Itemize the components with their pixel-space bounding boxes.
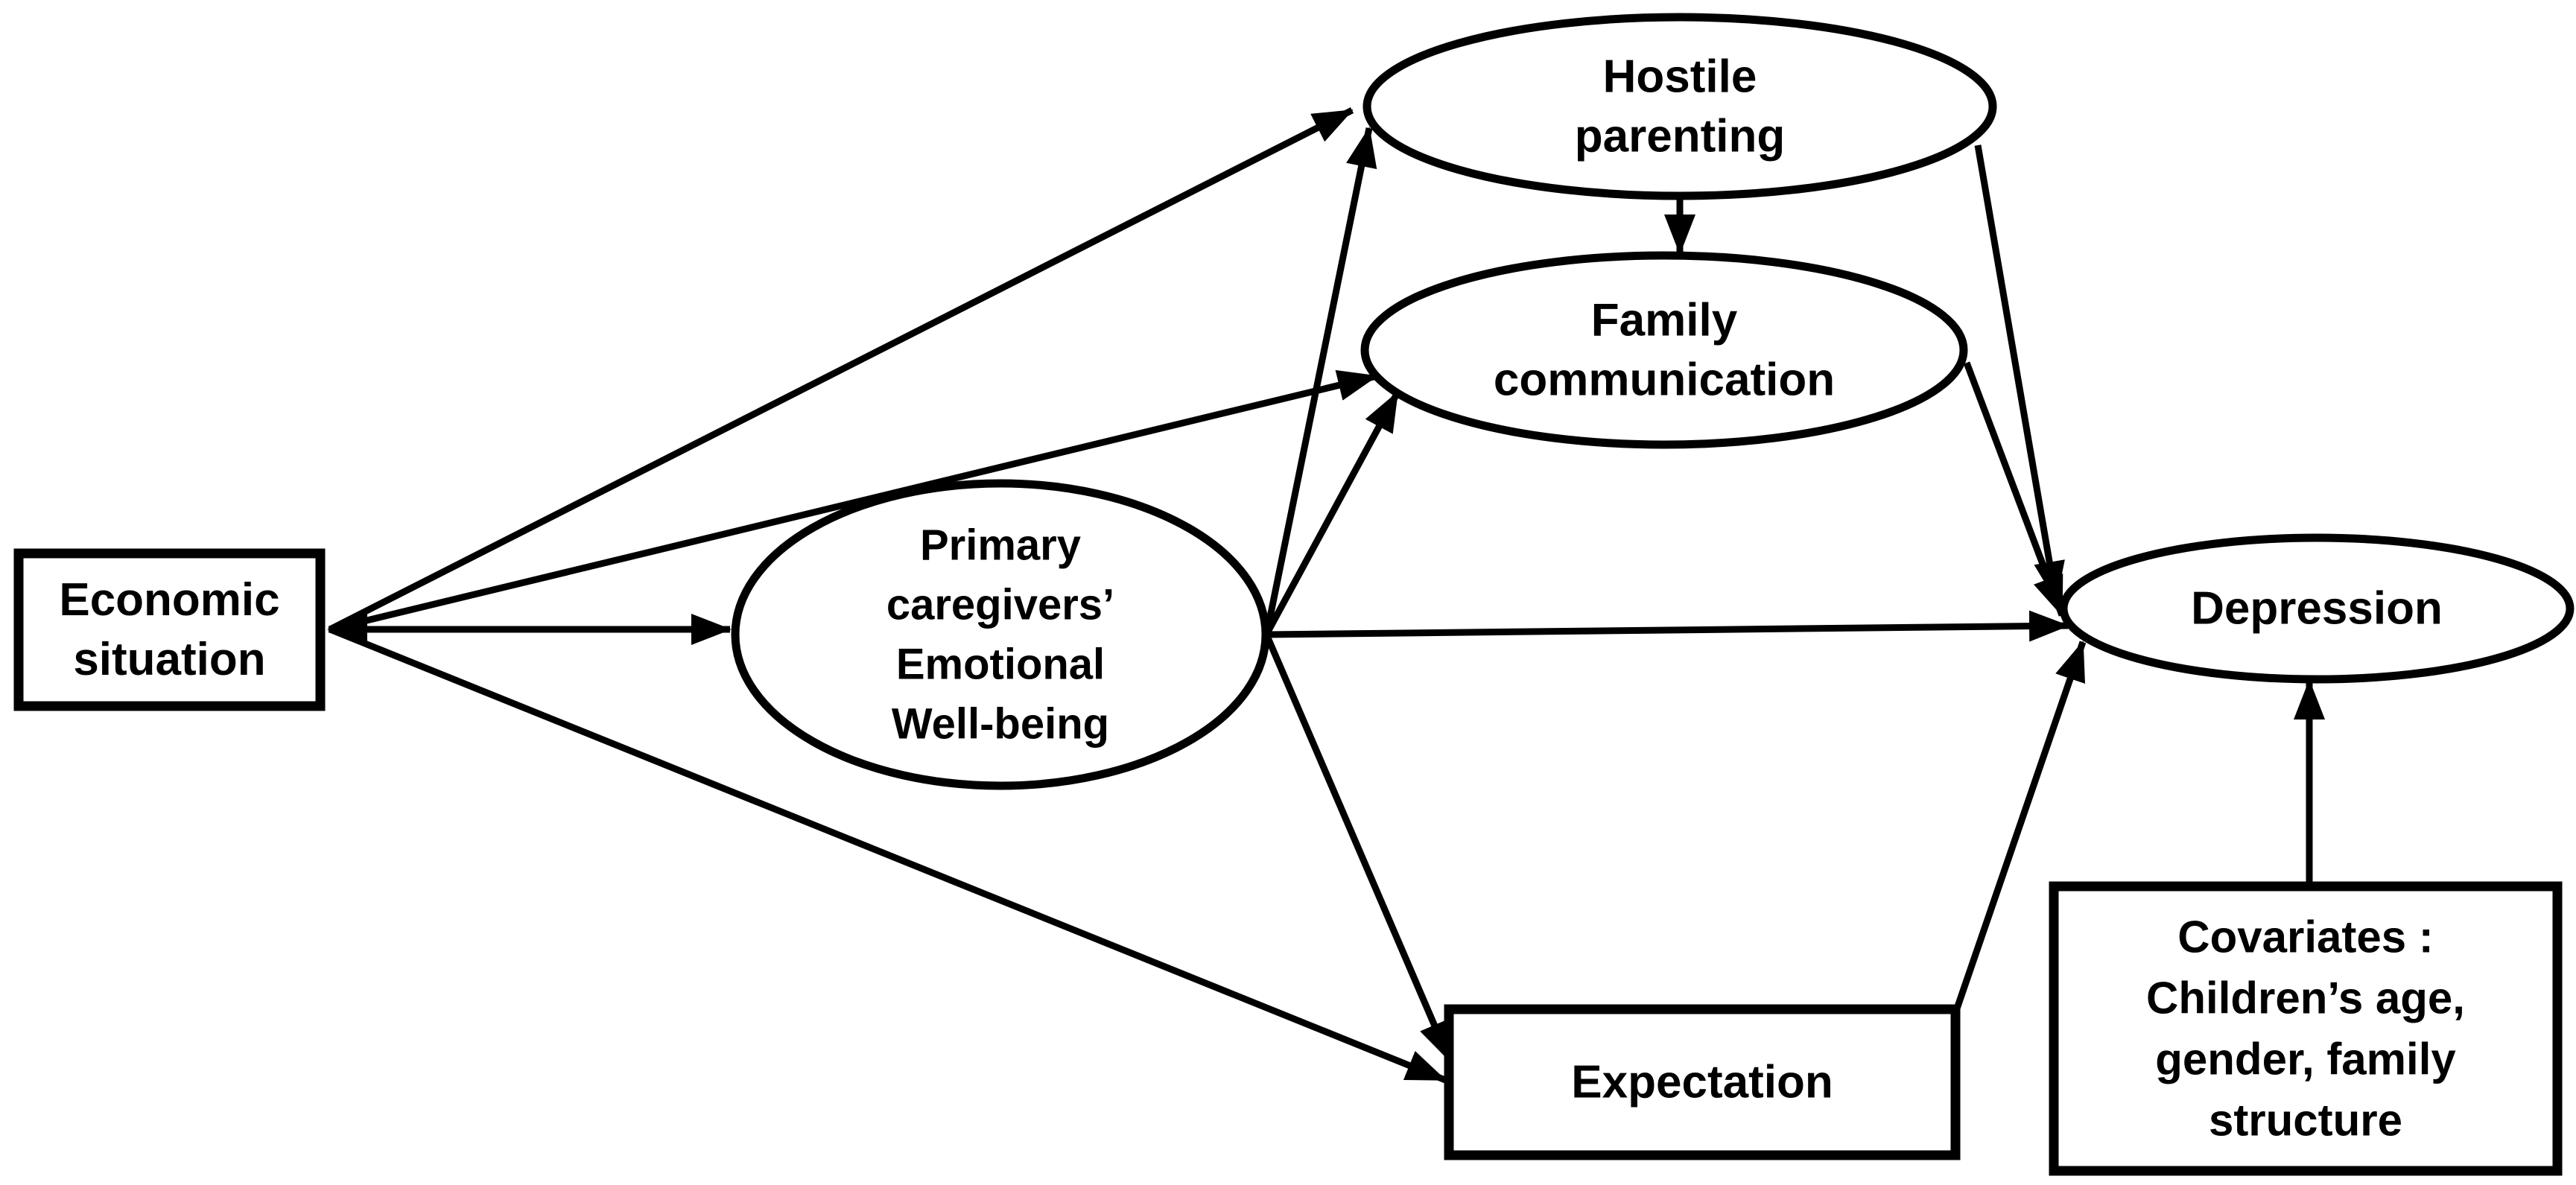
expectation-label-line: Expectation	[1571, 1057, 1833, 1108]
covariates-label-line: gender, family	[2155, 1035, 2456, 1084]
depression-label-line: Depression	[2191, 583, 2443, 635]
edge-hostile-parenting--depression	[1974, 144, 2065, 602]
edge-primary-caregivers-emotional-well-being--expectation	[1263, 635, 1453, 1062]
node-expectation: Expectation	[1444, 1004, 1961, 1160]
primary-caregivers-emotional-well-being-label-line: Primary	[920, 521, 1081, 570]
node-depression: Depression	[2059, 533, 2575, 684]
economic-situation-label-line: Economic	[59, 574, 279, 626]
edge-family-communication--depression	[1963, 361, 2066, 617]
edge-primary-caregivers-emotional-well-being--hostile-parenting	[1263, 127, 1377, 632]
edge-expectation--depression	[1952, 641, 2087, 1012]
family-communication-ellipse	[1360, 251, 1968, 449]
hostile-parenting-label-line: parenting	[1575, 111, 1785, 162]
node-economic-situation: Economic situation	[13, 548, 326, 711]
hostile-parenting-label-line: Hostile	[1603, 51, 1757, 103]
hostile-parenting-ellipse	[1362, 13, 1997, 200]
edge-layer	[327, 107, 2325, 1084]
node-layer: Economic situation Primary caregivers’ Emoti…	[13, 13, 2575, 1176]
primary-caregivers-emotional-well-being-label-line: Well-being	[892, 700, 1109, 749]
edge-primary-caregivers-emotional-well-being--depression	[1266, 610, 2069, 642]
covariates-box	[2049, 881, 2563, 1176]
edge-economic-situation--hostile-parenting	[328, 107, 1354, 633]
edge-economic-situation--expectation	[329, 626, 1447, 1084]
primary-caregivers-emotional-well-being-label-line: Emotional	[896, 641, 1105, 689]
covariates-label-line: Covariates :	[2177, 912, 2433, 962]
covariates-label-line: structure	[2209, 1096, 2402, 1146]
primary-caregivers-emotional-well-being-ellipse	[731, 479, 1270, 790]
economic-situation-label-line: situation	[73, 634, 265, 685]
primary-caregivers-emotional-well-being-label-line: caregivers’	[886, 581, 1114, 629]
expectation-box	[1444, 1004, 1961, 1160]
edge-economic-situation--family-communication	[329, 369, 1378, 633]
economic-situation-box	[13, 548, 326, 711]
family-communication-label-line: communication	[1494, 355, 1835, 406]
family-communication-label-line: Family	[1591, 295, 1738, 346]
node-covariates: Covariates : Children’s age, gender, famil…	[2049, 881, 2563, 1176]
node-hostile-parenting: Hostile parenting	[1362, 13, 1997, 200]
edge-primary-caregivers-emotional-well-being--family-communication	[1264, 390, 1400, 635]
covariates-label-line: Children’s age,	[2146, 973, 2465, 1023]
depression-ellipse	[2059, 533, 2575, 684]
node-family-communication: Family communication	[1360, 251, 1968, 449]
